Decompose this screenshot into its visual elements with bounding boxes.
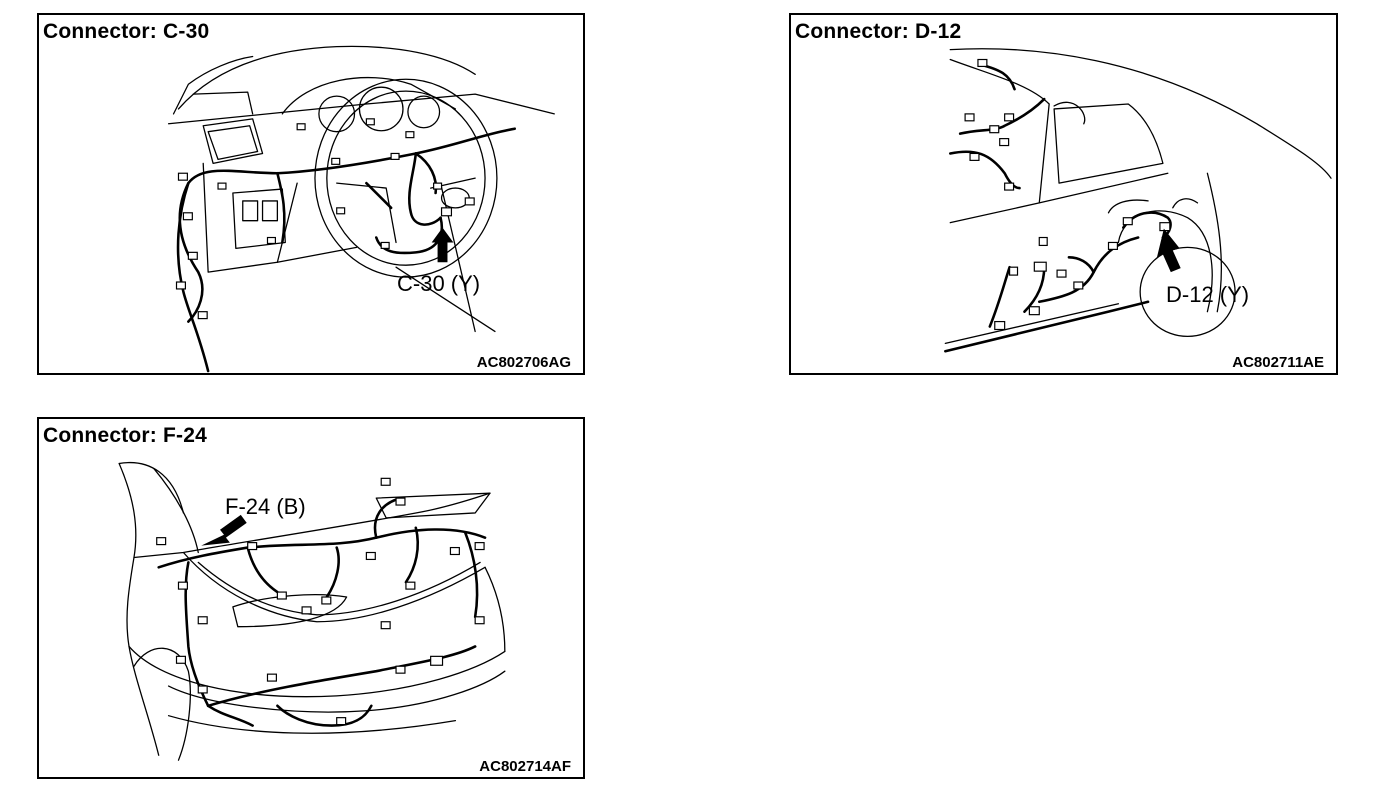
body-side-illustration: [944, 48, 1332, 353]
arrow-up-icon: [431, 227, 454, 263]
figure-code: AC802711AE: [1232, 354, 1324, 371]
panel-title: Connector: F-24: [43, 424, 208, 447]
arrow-down-left-icon: [201, 514, 247, 546]
arrow-up-icon: [1156, 228, 1181, 273]
figure-code: AC802706AG: [476, 354, 571, 371]
callout-label: D-12 (Y): [1166, 282, 1250, 307]
trunk-lid-illustration: [118, 461, 506, 761]
callout-label: F-24 (B): [225, 494, 306, 519]
panel-connector-c30: Connector: C-30: [37, 13, 585, 375]
panel-title: Connector: C-30: [43, 20, 210, 43]
panel-connector-d12: Connector: D-12: [789, 13, 1338, 375]
panel-title: Connector: D-12: [795, 20, 962, 43]
figure-code: AC802714AF: [479, 758, 571, 775]
callout-label: C-30 (Y): [397, 271, 481, 296]
panel-connector-f24: Connector: F-24: [37, 417, 585, 779]
